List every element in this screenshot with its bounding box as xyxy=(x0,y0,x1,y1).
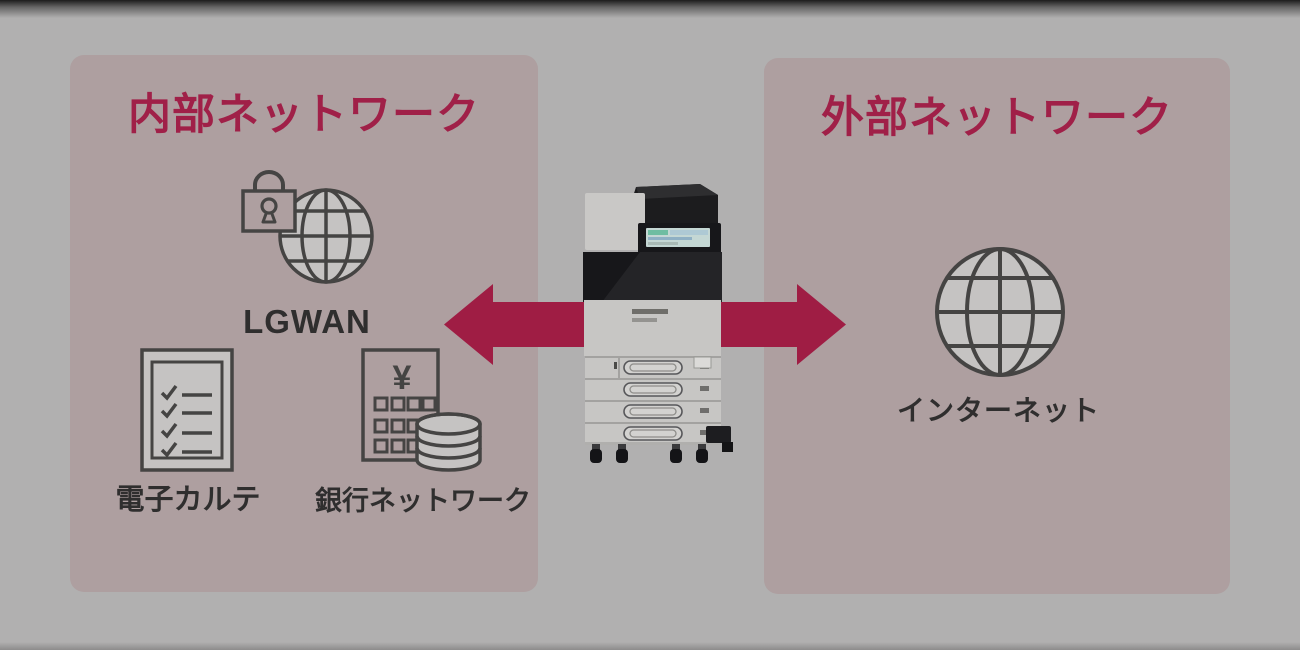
lock-globe-icon xyxy=(241,170,374,284)
internal-network-title: 内部ネットワーク xyxy=(128,91,480,139)
bottom-vignette xyxy=(0,642,1300,650)
bank-network-label: 銀行ネットワーク xyxy=(315,486,531,516)
multifunction-printer-image xyxy=(583,184,733,463)
globe-icon xyxy=(935,247,1065,377)
top-vignette xyxy=(0,0,1300,18)
internet-label: インターネット xyxy=(897,395,1101,426)
ehr-label: 電子カルテ xyxy=(115,484,261,516)
bank-database-icon: ¥ xyxy=(361,348,482,472)
yen-glyph: ¥ xyxy=(393,359,412,397)
lgwan-label: LGWAN xyxy=(243,303,371,340)
external-network-title: 外部ネットワーク xyxy=(821,94,1173,142)
document-checklist-icon xyxy=(140,348,234,472)
